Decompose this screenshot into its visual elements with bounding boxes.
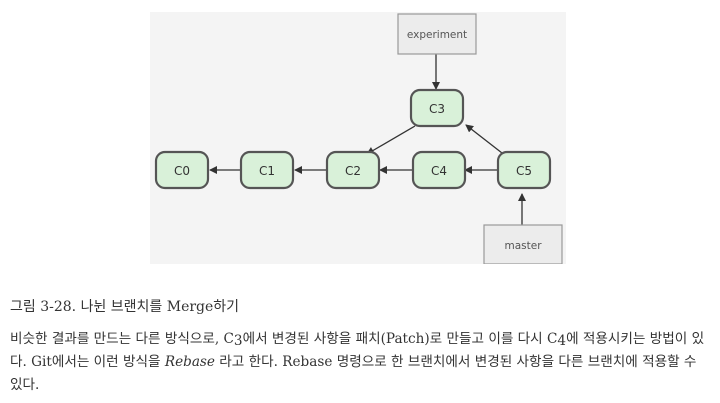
commit-c4-label: C4 (431, 164, 447, 178)
commit-c5-label: C5 (516, 164, 532, 178)
paragraph-text-4: 라고 한다. Rebase 명령으로 한 브랜치에서 변경된 사항을 다른 브랜… (10, 354, 697, 393)
ref-master: master (483, 224, 563, 264)
paragraph-subscript-3: 3 (233, 333, 243, 349)
figure-caption: 그림 3-28. 나뉜 브랜치를 Merge하기 (10, 299, 240, 315)
ref-master-label: master (504, 240, 542, 252)
ref-experiment-label: experiment (407, 29, 467, 41)
body-paragraph: 비슷한 결과를 만드는 다른 방식으로, C3에서 변경된 사항을 패치(Pat… (10, 328, 712, 397)
commit-c1-label: C1 (259, 164, 275, 178)
ref-experiment: experiment (397, 13, 477, 55)
paragraph-subscript-4: 4 (557, 333, 567, 349)
paragraph-text-3: 에 적용시키는 방법이 있다. Git에서는 이런 방식을 (10, 331, 705, 370)
commit-graph: experiment master C0 C1 C2 C3 C4 (154, 13, 563, 264)
commit-c2-label: C2 (345, 164, 361, 178)
commit-c3-label: C3 (429, 102, 445, 116)
commit-c0-label: C0 (174, 164, 190, 178)
commit-c3: C3 (409, 88, 465, 128)
commit-c1: C1 (239, 150, 295, 190)
commit-c2: C2 (325, 150, 381, 190)
commit-c4: C4 (411, 150, 467, 190)
commit-c0: C0 (154, 150, 210, 190)
paragraph-text-2: 에서 변경된 사항을 패치(Patch)로 만들고 이를 다시 C (242, 331, 558, 347)
figure-branch-diagram: experiment master C0 C1 C2 C3 C4 (150, 12, 566, 264)
commit-c5: C5 (496, 150, 552, 190)
paragraph-text-1: 비슷한 결과를 만드는 다른 방식으로, C (10, 331, 234, 347)
edge-c5-c3 (465, 124, 503, 154)
edge-c3-c2 (366, 125, 416, 155)
rebase-term: Rebase (164, 354, 215, 370)
